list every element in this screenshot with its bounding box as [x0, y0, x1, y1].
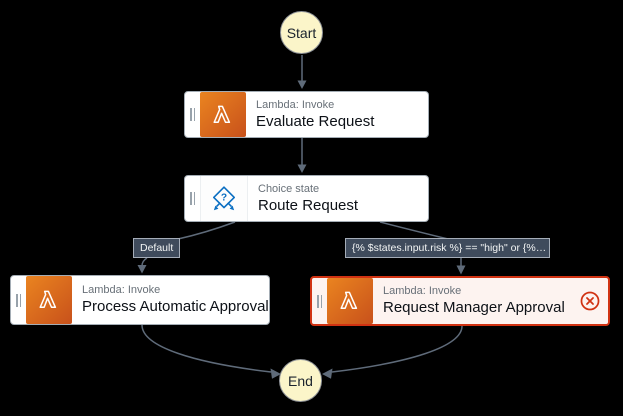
state-title: Process Automatic Approval	[82, 298, 269, 316]
lambda-icon	[327, 278, 373, 324]
state-type-label: Lambda: Invoke	[82, 284, 161, 297]
drag-handle[interactable]	[185, 92, 200, 137]
state-type-label: Lambda: Invoke	[256, 98, 335, 111]
state-node-route-request[interactable]: ? Choice state Route Request	[184, 175, 429, 222]
state-node-process-automatic-approval[interactable]: Lambda: Invoke Process Automatic Approva…	[10, 275, 270, 325]
state-node-evaluate-request[interactable]: Lambda: Invoke Evaluate Request	[184, 91, 429, 138]
edge-process-to-end	[141, 324, 272, 373]
drag-handle[interactable]	[11, 276, 26, 324]
state-title: Evaluate Request	[256, 112, 375, 130]
drag-handle[interactable]	[185, 176, 200, 221]
start-node: Start	[280, 11, 323, 54]
state-title: Route Request	[258, 196, 359, 214]
edge-route-to-condition-label	[379, 221, 449, 240]
drag-handle[interactable]	[312, 278, 327, 324]
edge-route-to-default-label	[177, 221, 236, 240]
state-type-label: Choice state	[258, 182, 320, 195]
edge-manager-to-end	[331, 325, 463, 373]
edge-label-default: Default	[133, 238, 181, 258]
state-node-request-manager-approval[interactable]: Lambda: Invoke Request Manager Approval	[310, 276, 610, 326]
svg-text:?: ?	[221, 192, 227, 203]
lambda-icon	[200, 92, 246, 137]
end-label: End	[288, 372, 313, 389]
lambda-icon	[26, 276, 72, 324]
edge-default-label-to-process	[141, 257, 148, 267]
state-type-label: Lambda: Invoke	[383, 285, 462, 298]
end-node: End	[279, 359, 322, 402]
start-label: Start	[286, 24, 317, 41]
choice-icon: ?	[200, 176, 248, 221]
state-title: Request Manager Approval	[383, 299, 565, 317]
edge-label-risk-condition: {% $states.input.risk %} == "high" or {%…	[345, 238, 550, 258]
error-icon	[572, 278, 608, 324]
